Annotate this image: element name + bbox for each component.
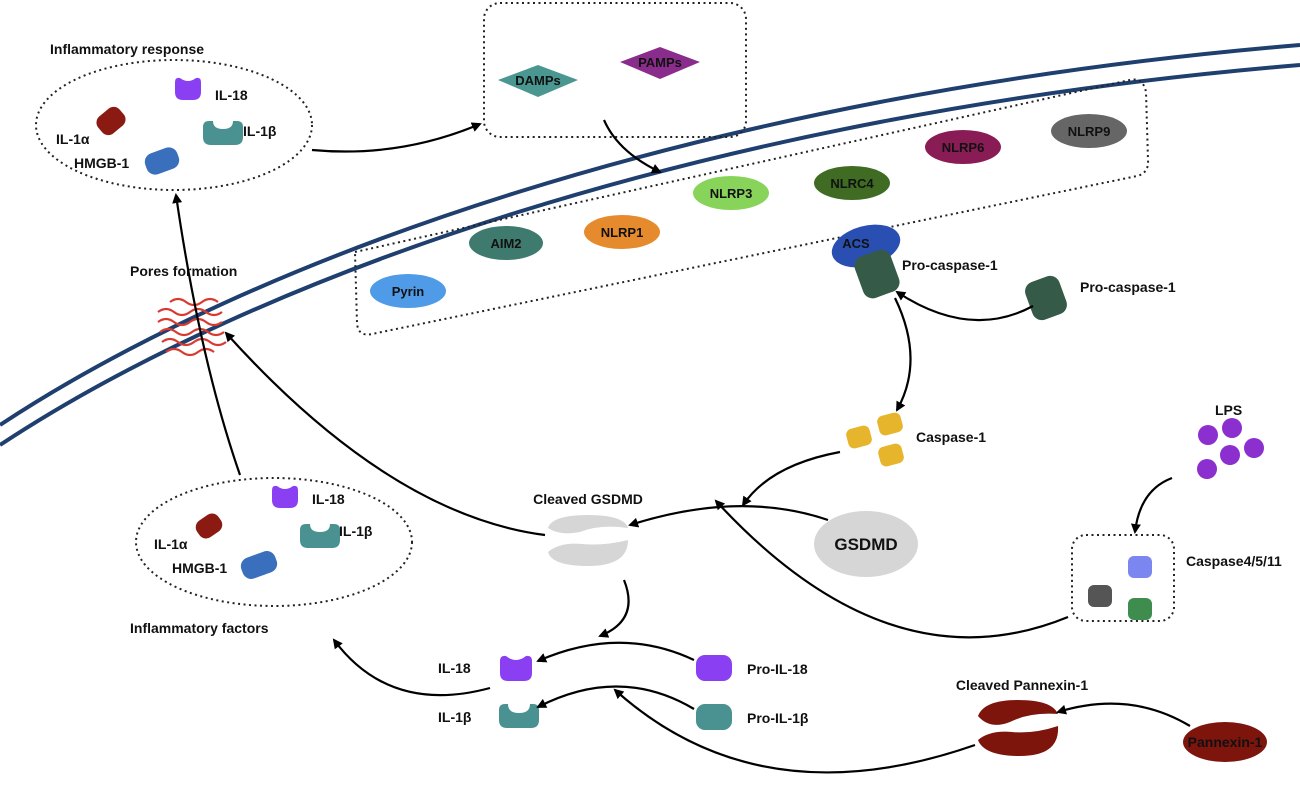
il1a-label-top: IL-1α [56, 131, 90, 147]
nlrp6-node [925, 130, 1001, 164]
pannexin1-label: Pannexin-1 [1188, 734, 1263, 750]
il1a-icon [195, 513, 223, 539]
il1b-icon [203, 121, 243, 145]
gsdmd-node [814, 511, 918, 577]
caspase11-icon [1128, 598, 1152, 620]
il18-label-top: IL-18 [215, 87, 248, 103]
gsdmd-label: GSDMD [834, 535, 897, 554]
pores-formation-label: Pores formation [130, 263, 237, 279]
pro-il1b-icon [696, 704, 732, 730]
nlrc4-node [814, 166, 890, 200]
aim2-node [469, 226, 543, 260]
cell-membrane [0, 43, 1300, 447]
hmgb1-icon [144, 147, 180, 175]
acs-label: ACS [842, 236, 870, 251]
inflammatory-response-group [35, 59, 313, 191]
pro-il18-label: Pro-IL-18 [747, 661, 808, 677]
nlrc4-label: NLRC4 [830, 176, 874, 191]
pyrin-label: Pyrin [392, 284, 425, 299]
inflammatory-factors-title: Inflammatory factors [130, 620, 269, 636]
il18-mature-label: IL-18 [438, 660, 471, 676]
aim2-label: AIM2 [490, 236, 521, 251]
pamps-diamond-icon [620, 47, 700, 79]
cleaved-gsdmd-label: Cleaved GSDMD [533, 491, 643, 507]
inflammasome-sensors-box [353, 78, 1150, 336]
pro-caspase1-free-icon [1025, 275, 1067, 321]
caspase5-icon [1128, 556, 1152, 578]
hmgb1-label-top: HMGB-1 [74, 155, 129, 171]
il1b-label-top: IL-1β [243, 123, 277, 139]
il1b-mature-label: IL-1β [438, 709, 472, 725]
nlrp6-label: NLRP6 [942, 140, 985, 155]
inflammatory-response-title: Inflammatory response [50, 41, 204, 57]
nlrp1-label: NLRP1 [601, 225, 644, 240]
hmgb1-label-bottom: HMGB-1 [172, 560, 227, 576]
caspase4-icon [1088, 585, 1112, 607]
nlrp9-label: NLRP9 [1068, 124, 1111, 139]
pannexin1-node [1183, 722, 1267, 762]
caspase4511-label: Caspase4/5/11 [1186, 553, 1282, 569]
pro-il18-icon [696, 655, 732, 681]
il18-mature-icon [500, 655, 532, 681]
il1b-icon [300, 524, 340, 548]
cleaved-pannexin1-label: Cleaved Pannexin-1 [956, 677, 1088, 693]
pro-caspase1-label-bound: Pro-caspase-1 [902, 257, 998, 273]
inflammatory-factors-group [135, 477, 413, 607]
il1b-mature-icon [499, 704, 539, 728]
il1a-label-bottom: IL-1α [154, 536, 188, 552]
caspase1-label: Caspase-1 [916, 429, 986, 445]
nlrp9-node [1051, 114, 1127, 148]
cleaved-pannexin1-icon [978, 700, 1059, 756]
arrow-icon [172, 119, 1191, 774]
nlrp3-node [693, 176, 769, 210]
damps-diamond-icon [498, 65, 578, 97]
il1a-icon [96, 106, 126, 136]
il18-icon [175, 77, 201, 100]
pro-caspase1-bound-icon [854, 249, 900, 299]
cleaved-gsdmd-icon [548, 515, 628, 566]
danger-signals-box [483, 2, 747, 138]
il1b-label-bottom: IL-1β [339, 523, 373, 539]
caspase4511-box [1071, 534, 1175, 622]
pro-caspase1-label-free: Pro-caspase-1 [1080, 279, 1176, 295]
pro-il1b-label: Pro-IL-1β [747, 710, 809, 726]
pamps-label: PAMPs [638, 55, 682, 70]
il18-icon [272, 485, 298, 508]
lps-icon [1197, 418, 1264, 479]
pyrin-node [370, 274, 446, 308]
nlrp3-label: NLRP3 [710, 186, 753, 201]
hmgb1-icon [240, 551, 278, 579]
damps-label: DAMPs [515, 73, 561, 88]
il18-label-bottom: IL-18 [312, 491, 345, 507]
lps-label: LPS [1215, 402, 1242, 418]
caspase1-icon [846, 412, 904, 467]
nlrp1-node [584, 215, 660, 249]
